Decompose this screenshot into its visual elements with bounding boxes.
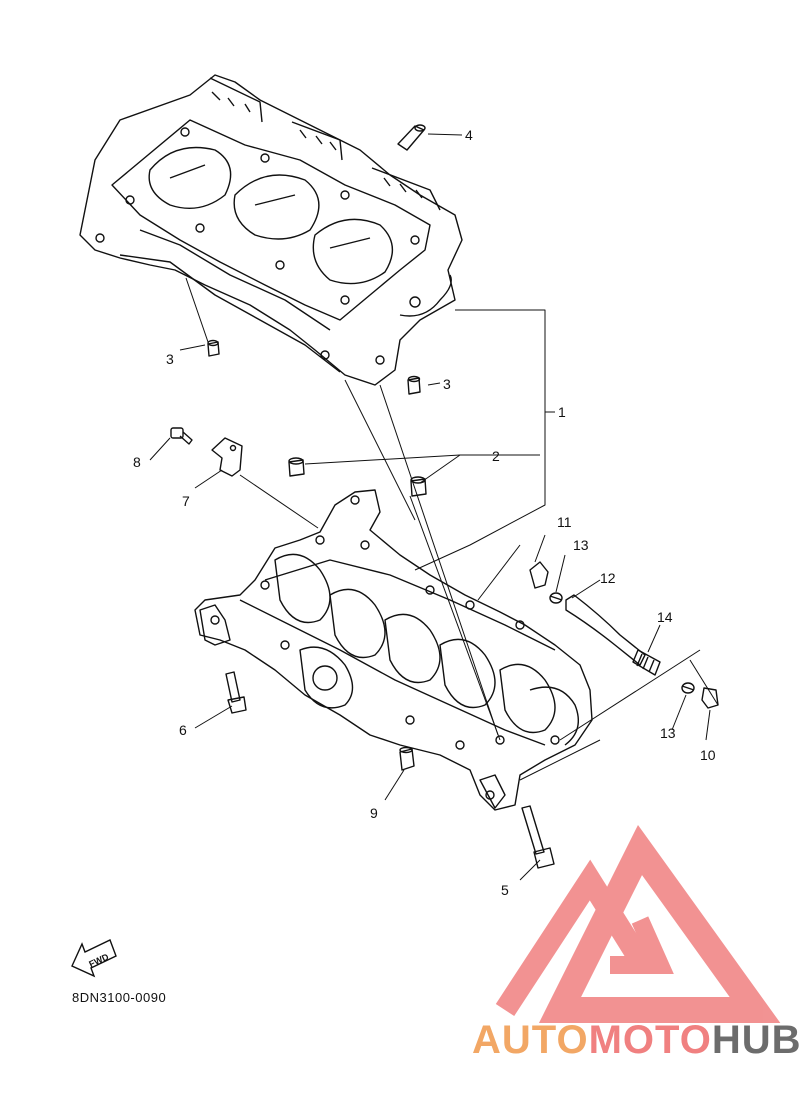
leader-lines (149, 133, 719, 881)
callout-13-bottom: 13 (660, 725, 676, 741)
callout-5: 5 (501, 882, 509, 898)
brand-part-moto: MOTO (588, 1018, 712, 1062)
lower-crankcase (194, 489, 593, 811)
fitting-10 (701, 687, 719, 709)
dowel-pin-4 (397, 124, 426, 151)
upper-crankcase (79, 74, 463, 386)
callout-6: 6 (179, 722, 187, 738)
callout-12: 12 (600, 570, 616, 586)
dowel-2a (288, 457, 305, 477)
callout-14: 14 (657, 609, 673, 625)
callout-10: 10 (700, 747, 716, 763)
callout-7: 7 (182, 493, 190, 509)
bolt-6 (225, 671, 247, 714)
dowel-3-right (407, 375, 421, 395)
diagram-code: 8DN3100-0090 (72, 990, 167, 1005)
callout-3-right: 3 (443, 376, 451, 392)
bracket-7 (211, 437, 243, 477)
dowel-3-left (207, 339, 220, 357)
callout-1: 1 (558, 404, 566, 420)
plug-9 (399, 746, 415, 771)
brand-wordmark: AUTOMOTOHUB (472, 1018, 800, 1063)
callout-2: 2 (492, 448, 500, 464)
brand-part-hub: HUB (711, 1018, 800, 1062)
callout-11: 11 (557, 514, 572, 530)
fwd-arrow-icon: FWD (71, 939, 117, 978)
clamp-13-top (549, 592, 563, 604)
screw-8 (170, 427, 193, 445)
callout-4: 4 (465, 127, 473, 143)
callout-labels: 1 2 3 3 4 5 6 7 8 9 10 11 12 13 13 14 (133, 127, 716, 898)
callout-3-left: 3 (166, 351, 174, 367)
callout-13-top: 13 (573, 537, 589, 553)
callout-9: 9 (370, 805, 378, 821)
brand-part-auto: AUTO (472, 1018, 589, 1062)
bolt-5 (521, 805, 555, 869)
hose-12-14 (565, 594, 661, 676)
fitting-11 (529, 561, 549, 589)
callout-8: 8 (133, 454, 141, 470)
clamp-13-bottom (681, 682, 695, 694)
automotohub-logo (495, 824, 781, 1023)
